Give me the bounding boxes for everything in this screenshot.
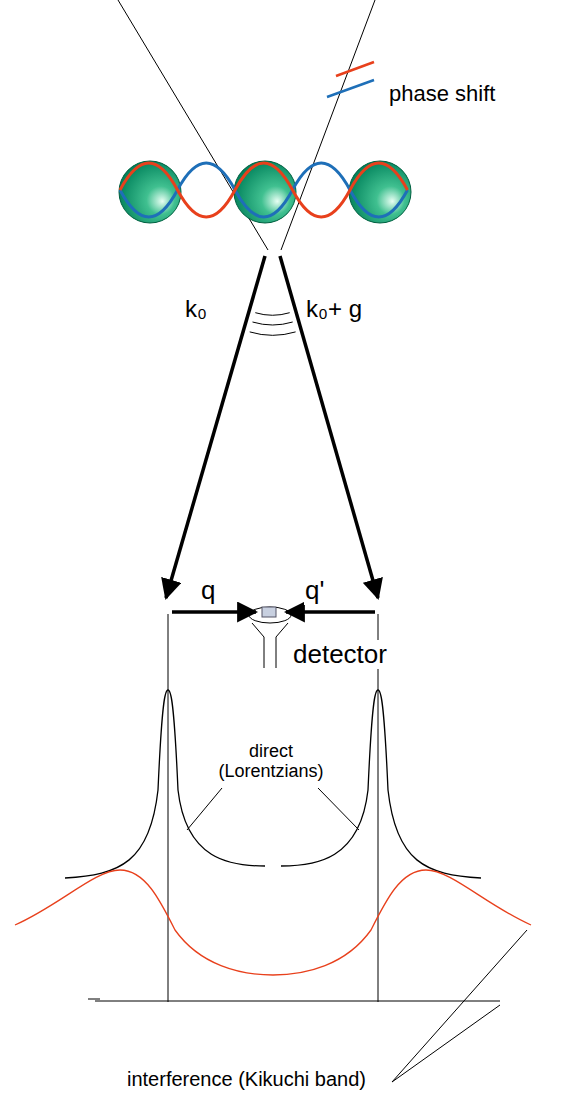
q-label: q' <box>304 576 325 605</box>
wave-vector-arrow <box>166 256 265 598</box>
atom <box>349 161 411 223</box>
phase-mark-blue <box>327 80 374 97</box>
axis-line <box>95 1001 500 1002</box>
leader-line <box>392 930 527 1082</box>
wave-vector-label: k₀+ g <box>305 296 363 322</box>
detector-lens <box>249 607 291 623</box>
lorentzian-curve <box>281 690 481 878</box>
guide-line <box>168 614 169 1002</box>
wavefront-arc <box>255 313 289 316</box>
leader-line <box>187 788 222 830</box>
lorentzian-curve <box>65 690 265 878</box>
atom <box>234 161 296 223</box>
detector-element <box>262 607 276 617</box>
interference-label: interference (Kikuchi band) <box>126 1068 367 1090</box>
leader-line <box>318 788 359 830</box>
direct-label: direct (Lorentzians) <box>210 742 332 782</box>
wavefront-arc <box>250 332 296 335</box>
phase-shift-label: phase shift <box>388 82 496 106</box>
atom <box>119 161 181 223</box>
guide-line <box>378 614 379 1002</box>
wave-red <box>120 163 408 217</box>
phase-mark-red <box>336 62 374 76</box>
wave-vector-arrow <box>280 256 378 598</box>
wave-vector-label: k₀ <box>184 296 208 322</box>
wavefront-arc <box>253 322 293 325</box>
q-arrow <box>286 610 375 614</box>
interference-curve <box>15 870 531 975</box>
wave-blue <box>120 163 408 217</box>
q-arrow <box>172 610 256 614</box>
detector-funnel <box>252 623 288 668</box>
leader-line <box>392 1005 500 1082</box>
axis-tick <box>88 999 100 1000</box>
detector-label: detector <box>292 640 388 669</box>
q-label: q <box>200 576 216 605</box>
